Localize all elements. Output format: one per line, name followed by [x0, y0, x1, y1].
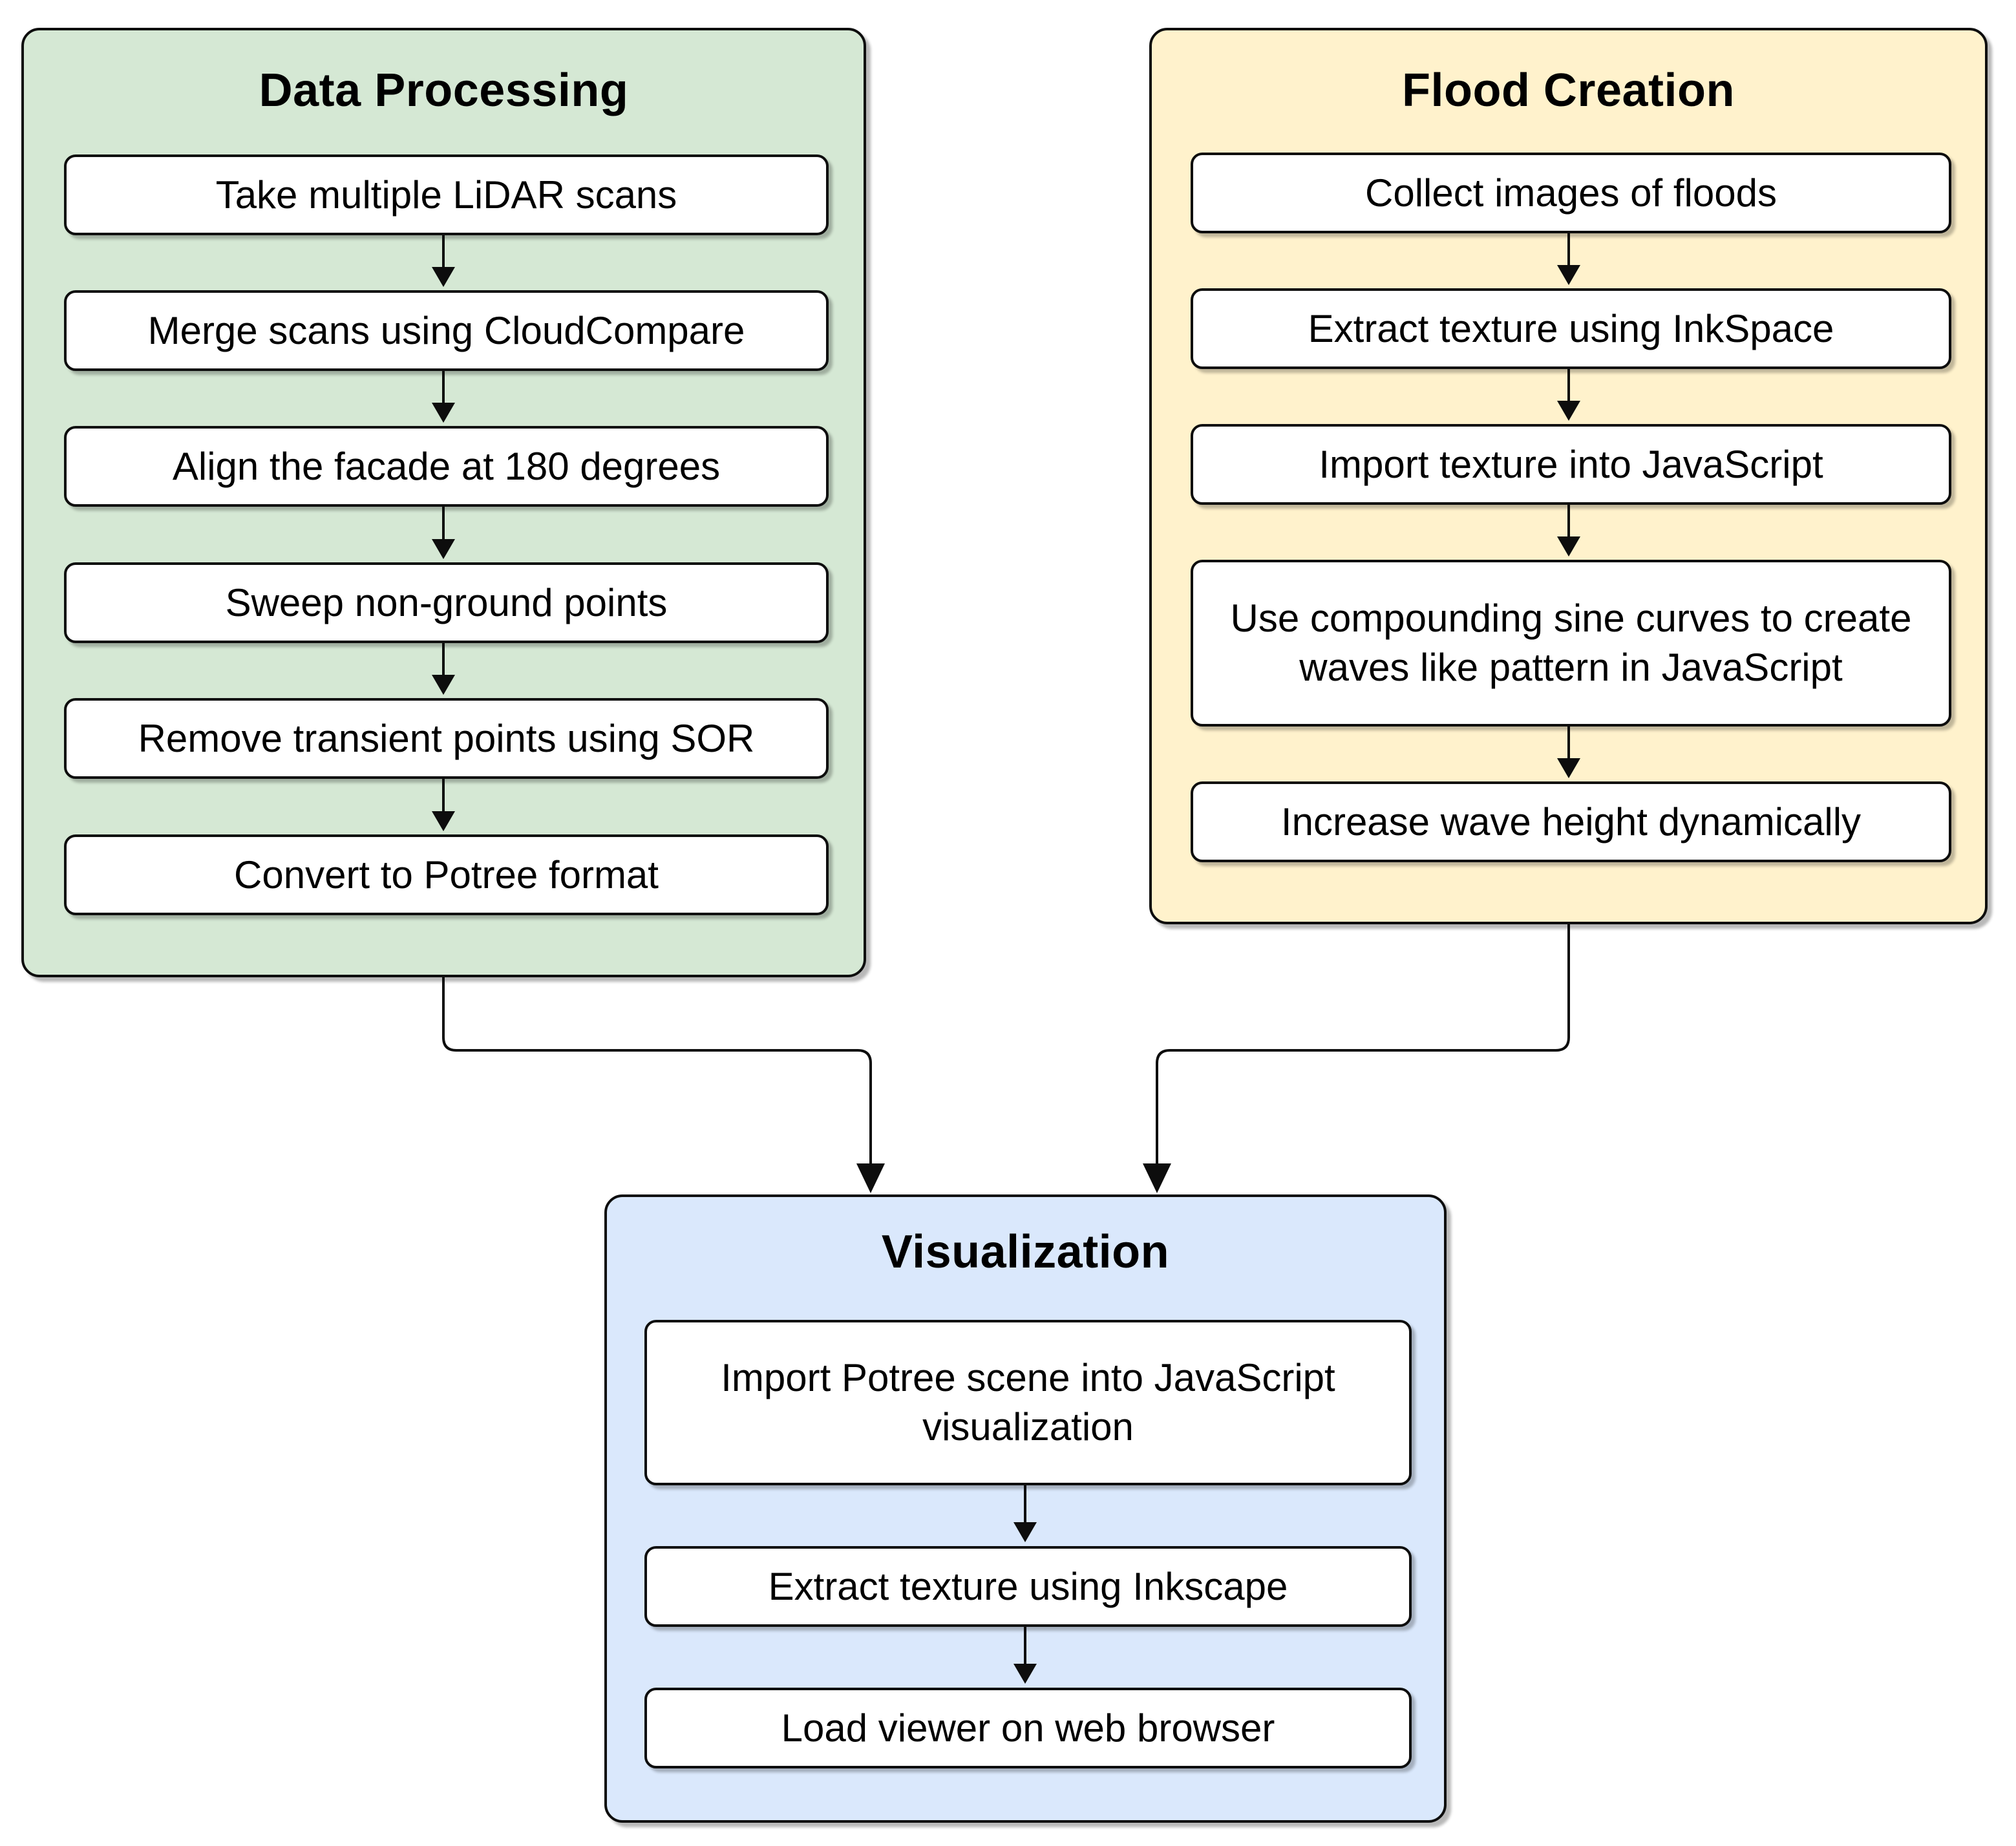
step-merge-scans-cloudcompare: Merge scans using CloudCompare	[64, 290, 829, 371]
connector-data-processing-to-visualization	[442, 977, 885, 1193]
panel-flood-creation: Flood Creation Collect images of floods …	[1149, 28, 1988, 924]
step-take-multiple-lidar-scans: Take multiple LiDAR scans	[64, 154, 829, 235]
step-remove-transient-points-sor: Remove transient points using SOR	[64, 698, 829, 779]
step-import-texture-javascript: Import texture into JavaScript	[1191, 424, 1951, 505]
panel-title-data-processing: Data Processing	[259, 65, 629, 116]
step-compounding-sine-curves: Use compounding sine curves to create wa…	[1191, 560, 1951, 727]
step-collect-images-of-floods: Collect images of floods	[1191, 153, 1951, 233]
panel-title-visualization: Visualization	[881, 1226, 1170, 1278]
step-load-viewer-web-browser: Load viewer on web browser	[644, 1688, 1412, 1768]
step-convert-to-potree-format: Convert to Potree format	[64, 834, 829, 915]
step-align-facade-180-degrees: Align the facade at 180 degrees	[64, 426, 829, 507]
panel-title-flood-creation: Flood Creation	[1402, 65, 1735, 116]
step-increase-wave-height: Increase wave height dynamically	[1191, 781, 1951, 862]
step-import-potree-scene: Import Potree scene into JavaScript visu…	[644, 1320, 1412, 1485]
step-sweep-non-ground-points: Sweep non-ground points	[64, 562, 829, 643]
panel-data-processing: Data Processing Take multiple LiDAR scan…	[21, 28, 866, 977]
panel-visualization: Visualization Import Potree scene into J…	[604, 1194, 1447, 1823]
connector-flood-creation-to-visualization	[1143, 924, 1570, 1193]
step-extract-texture-inkscape: Extract texture using Inkscape	[644, 1546, 1412, 1627]
step-extract-texture-inkspace: Extract texture using InkSpace	[1191, 288, 1951, 369]
